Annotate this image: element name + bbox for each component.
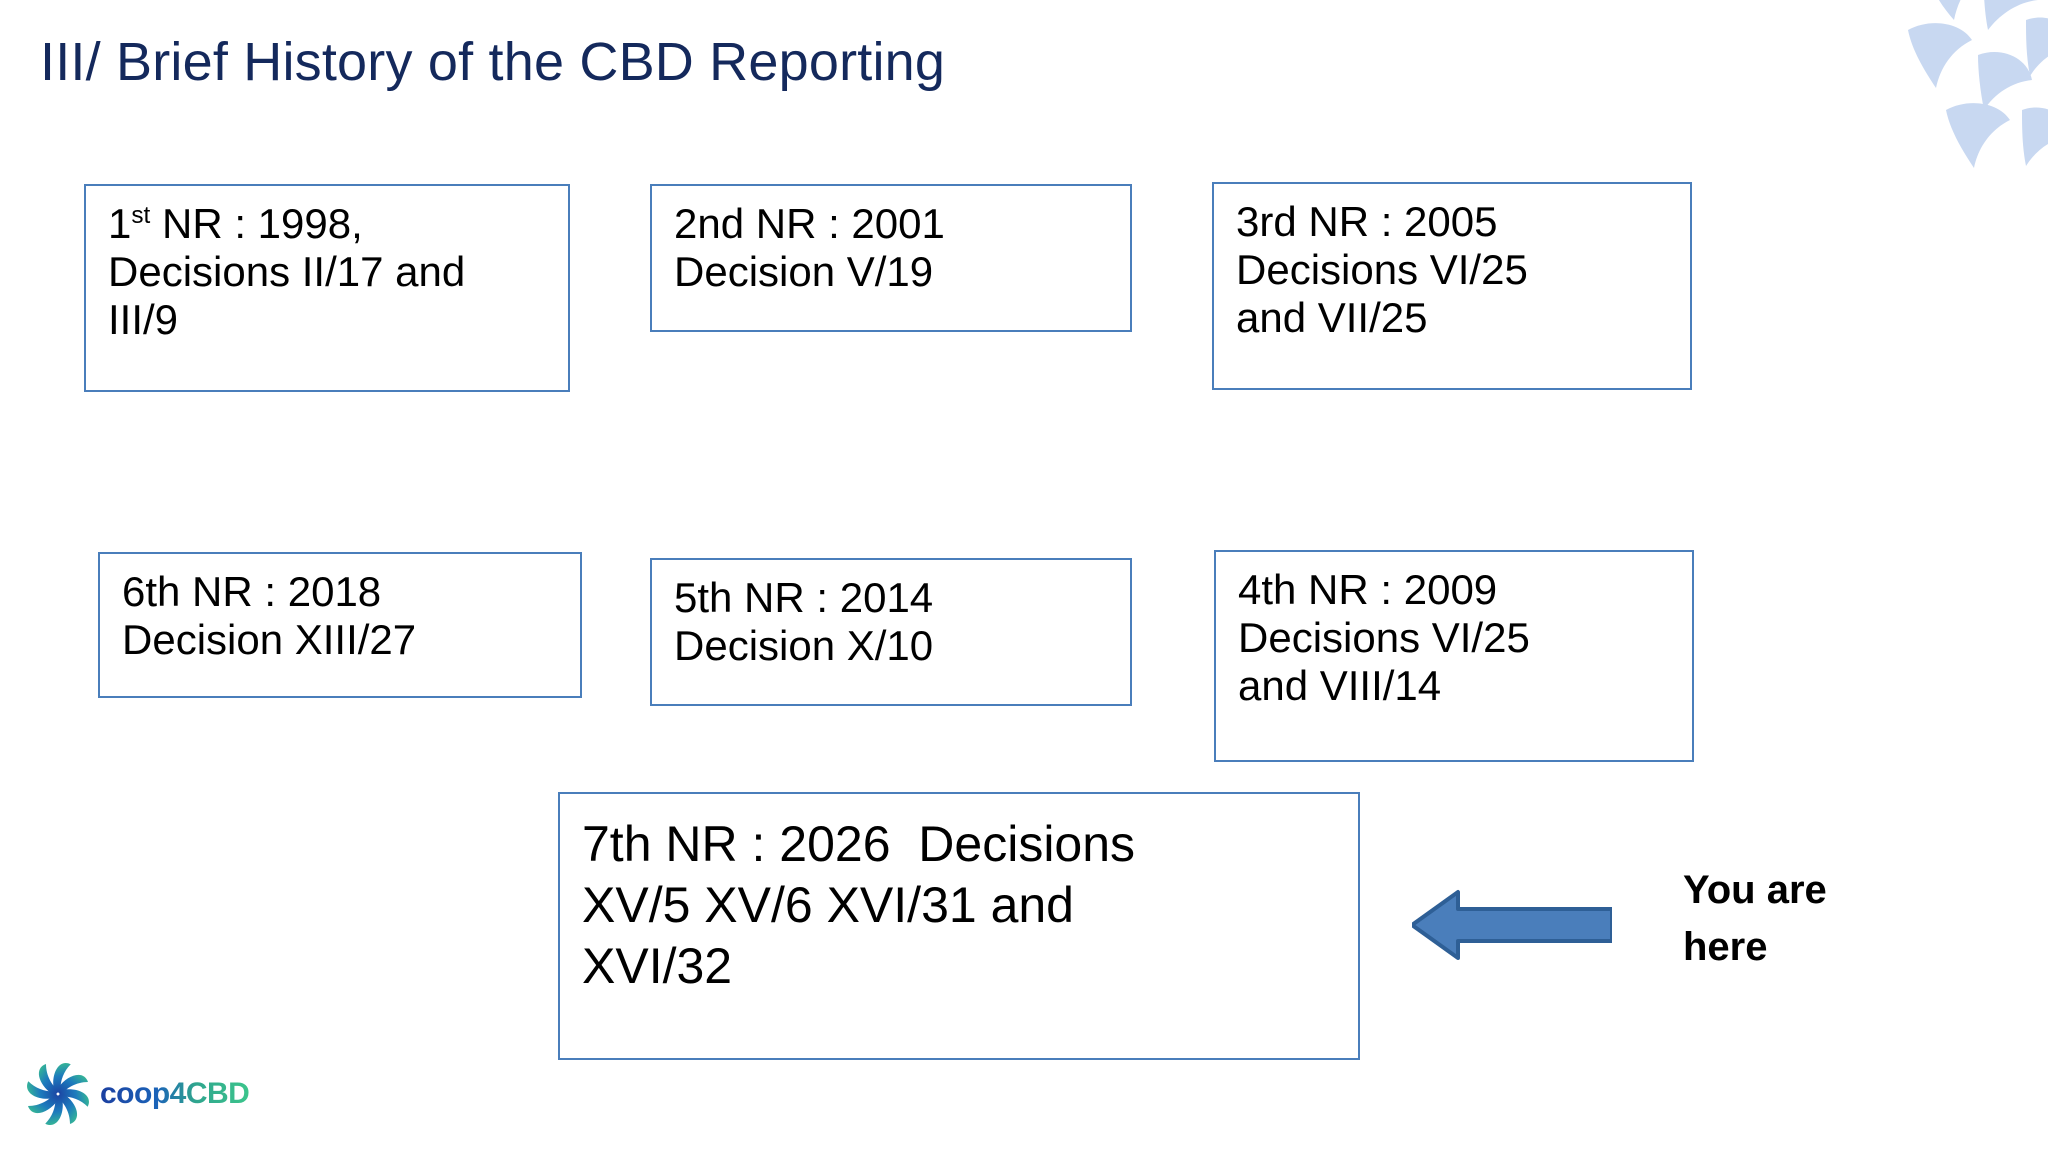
report-box-6th-nr-label: 6th NR : 2018 Decision XIII/27 xyxy=(122,568,417,663)
report-box-1st-nr-rest: NR : 1998, Decisions II/17 and III/9 xyxy=(108,200,466,343)
pinwheel-flower-icon xyxy=(27,1063,89,1125)
report-box-2nd-nr: 2nd NR : 2001 Decision V/19 xyxy=(650,184,1132,332)
report-box-1st-nr-label: 1st NR : 1998, Decisions II/17 and III/9 xyxy=(108,200,550,344)
report-box-5th-nr: 5th NR : 2014 Decision X/10 xyxy=(650,558,1132,706)
brand-logo: coop4CBD xyxy=(26,1062,250,1126)
ordinal-number: 1 xyxy=(108,200,132,247)
report-box-3rd-nr: 3rd NR : 2005 Decisions VI/25 and VII/25 xyxy=(1212,182,1692,390)
report-box-4th-nr-label: 4th NR : 2009 Decisions VI/25 and VIII/1… xyxy=(1238,566,1530,709)
arrow-left-icon xyxy=(1412,890,1612,960)
petal-cluster-icon xyxy=(1908,0,2048,168)
report-box-6th-nr: 6th NR : 2018 Decision XIII/27 xyxy=(98,552,582,698)
report-box-1st-nr: 1st NR : 1998, Decisions II/17 and III/9 xyxy=(84,184,570,392)
report-box-7th-nr-label: 7th NR : 2026 Decisions XV/5 XV/6 XVI/31… xyxy=(582,816,1136,994)
ordinal-suffix: st xyxy=(131,202,151,229)
you-are-here-label: You are here xyxy=(1683,868,1827,969)
report-box-2nd-nr-label: 2nd NR : 2001 Decision V/19 xyxy=(674,200,945,295)
brand-wordmark: coop4CBD xyxy=(100,1077,250,1110)
page-title: III/ Brief History of the CBD Reporting xyxy=(40,32,946,92)
report-box-7th-nr: 7th NR : 2026 Decisions XV/5 XV/6 XVI/31… xyxy=(558,792,1360,1060)
report-box-4th-nr: 4th NR : 2009 Decisions VI/25 and VIII/1… xyxy=(1214,550,1694,762)
report-box-3rd-nr-label: 3rd NR : 2005 Decisions VI/25 and VII/25 xyxy=(1236,198,1528,341)
report-box-5th-nr-label: 5th NR : 2014 Decision X/10 xyxy=(674,574,934,669)
